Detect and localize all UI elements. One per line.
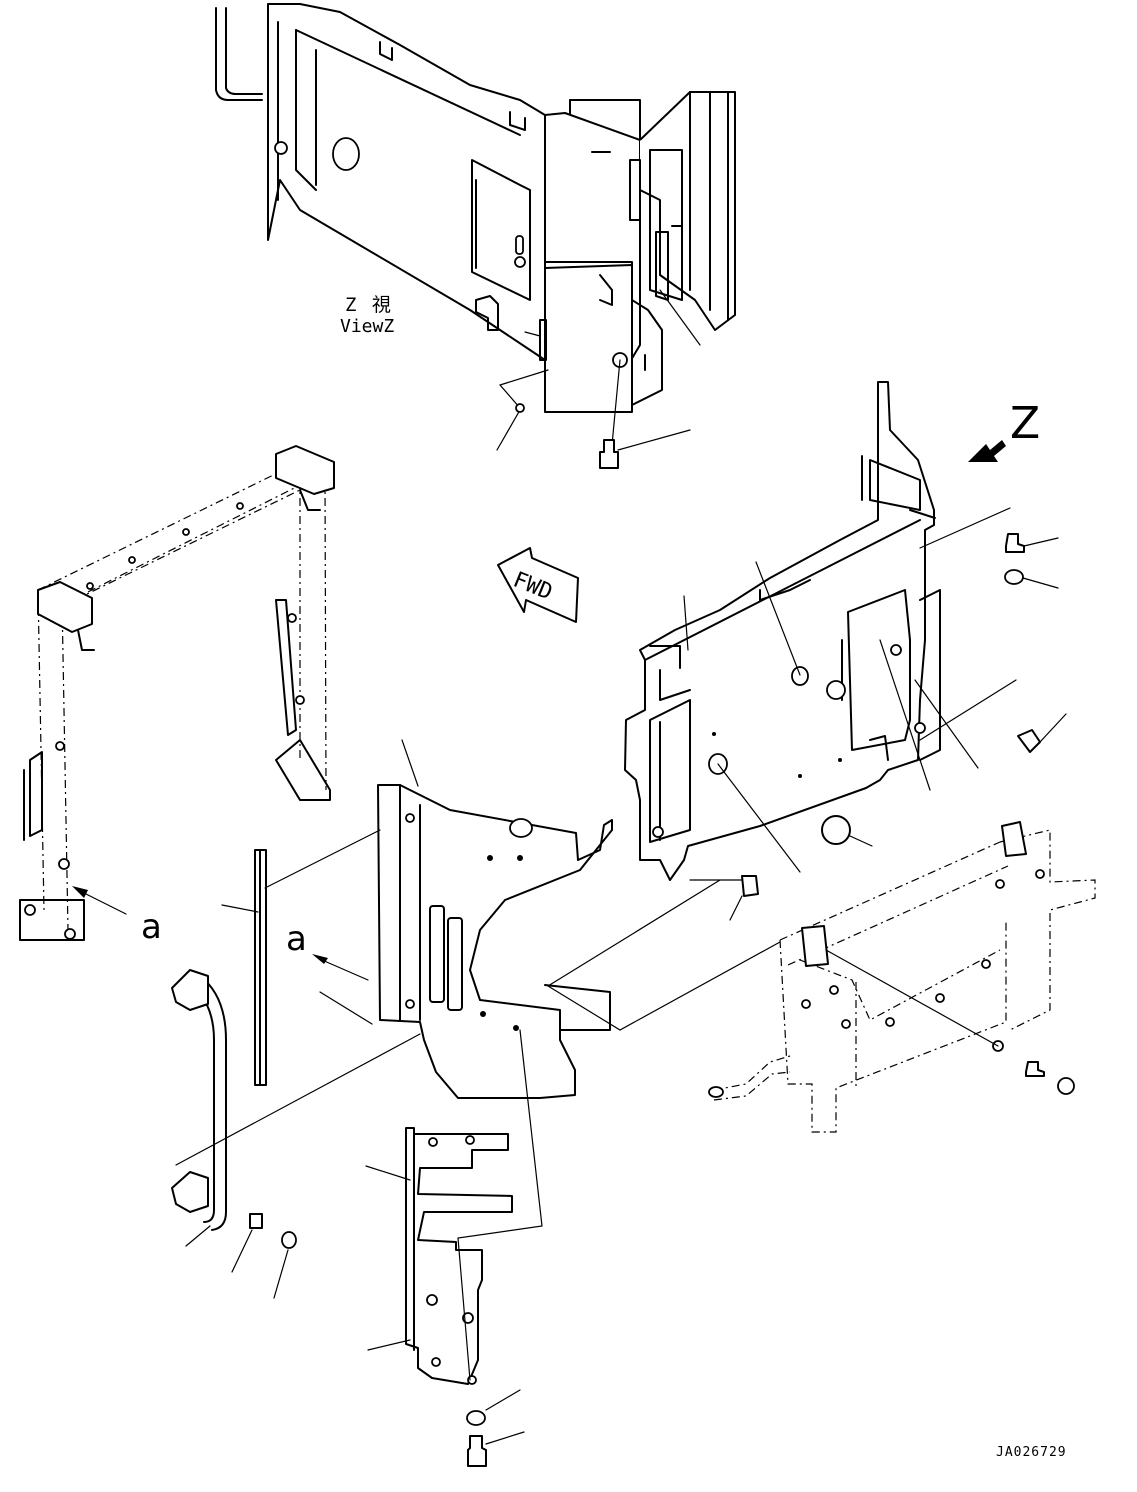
view-z-letter: Z: [1010, 398, 1041, 449]
view-z-arrow: [968, 440, 1006, 462]
drawing-code: JA026729: [996, 1445, 1067, 1460]
detail-a-label-left: a: [141, 907, 162, 947]
handrail-and-seal: [171, 849, 297, 1299]
right-panel-assembly: [624, 381, 1067, 921]
view-z-title-en: ViewZ: [340, 316, 395, 337]
center-side-panel: [175, 739, 781, 1166]
view-z-detail: [215, 3, 736, 469]
detail-a-label-mid: a: [286, 919, 307, 959]
lower-bracket: [365, 1029, 543, 1467]
radiator-guard: [708, 821, 1096, 1133]
view-z-title-ja: Z 視: [345, 294, 393, 316]
radiator-frame: [19, 445, 335, 941]
forward-direction-arrow: FWD: [497, 547, 579, 623]
